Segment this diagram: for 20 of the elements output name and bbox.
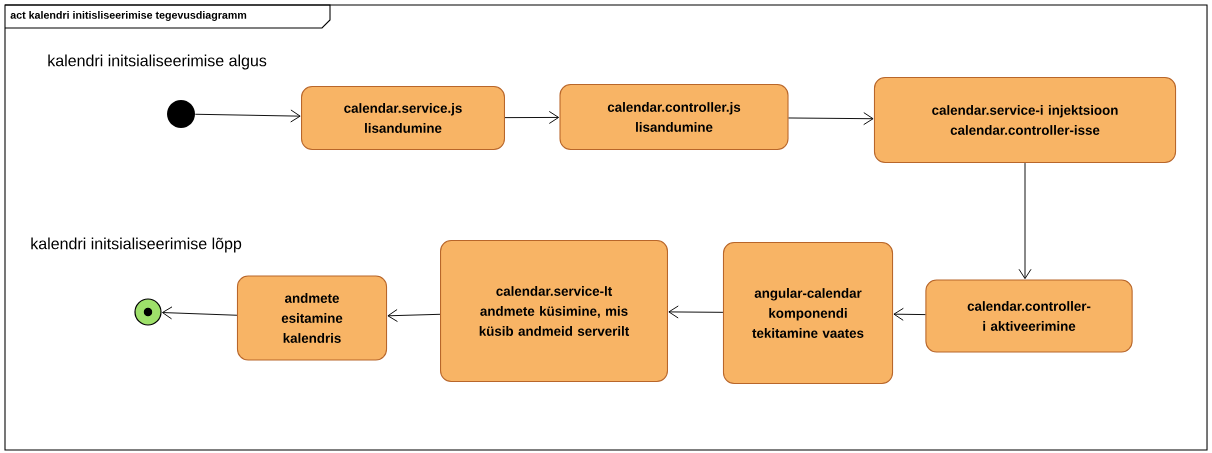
- arrow: [668, 305, 724, 319]
- action-box: andmete esitamine kalendris: [236, 275, 388, 361]
- action-box: calendar.service-lt andmete küsimine, mis küsib andmeid serverilt: [440, 239, 668, 383]
- arrow: [387, 309, 441, 322]
- caption-text: kalendri initsialiseerimise lõpp: [31, 237, 242, 253]
- arrow: [194, 109, 301, 123]
- end-symbol: [134, 298, 162, 326]
- action-box: calendar.service.js lisandumine: [301, 86, 505, 150]
- arrow: [504, 111, 560, 124]
- caption-text: kalendri initsialiseerimise algus: [48, 54, 267, 70]
- arrow: [1018, 162, 1032, 280]
- action-box: calendar.controller-i aktiveerimine: [925, 279, 1133, 353]
- start-dot: [167, 100, 195, 128]
- arrow: [162, 306, 238, 320]
- action-box: angular-calendar komponendi tekitamine vaates: [722, 241, 894, 385]
- arrow: [788, 112, 874, 126]
- action-box: calendar.service-i injektsioon calendar.controller-isse: [873, 76, 1177, 164]
- arrow: [893, 307, 926, 321]
- action-box: calendar.controller.js lisandumine: [559, 83, 789, 151]
- frame-title: act kalendri initisliseerimise tegevusdiagramm: [10, 11, 247, 21]
